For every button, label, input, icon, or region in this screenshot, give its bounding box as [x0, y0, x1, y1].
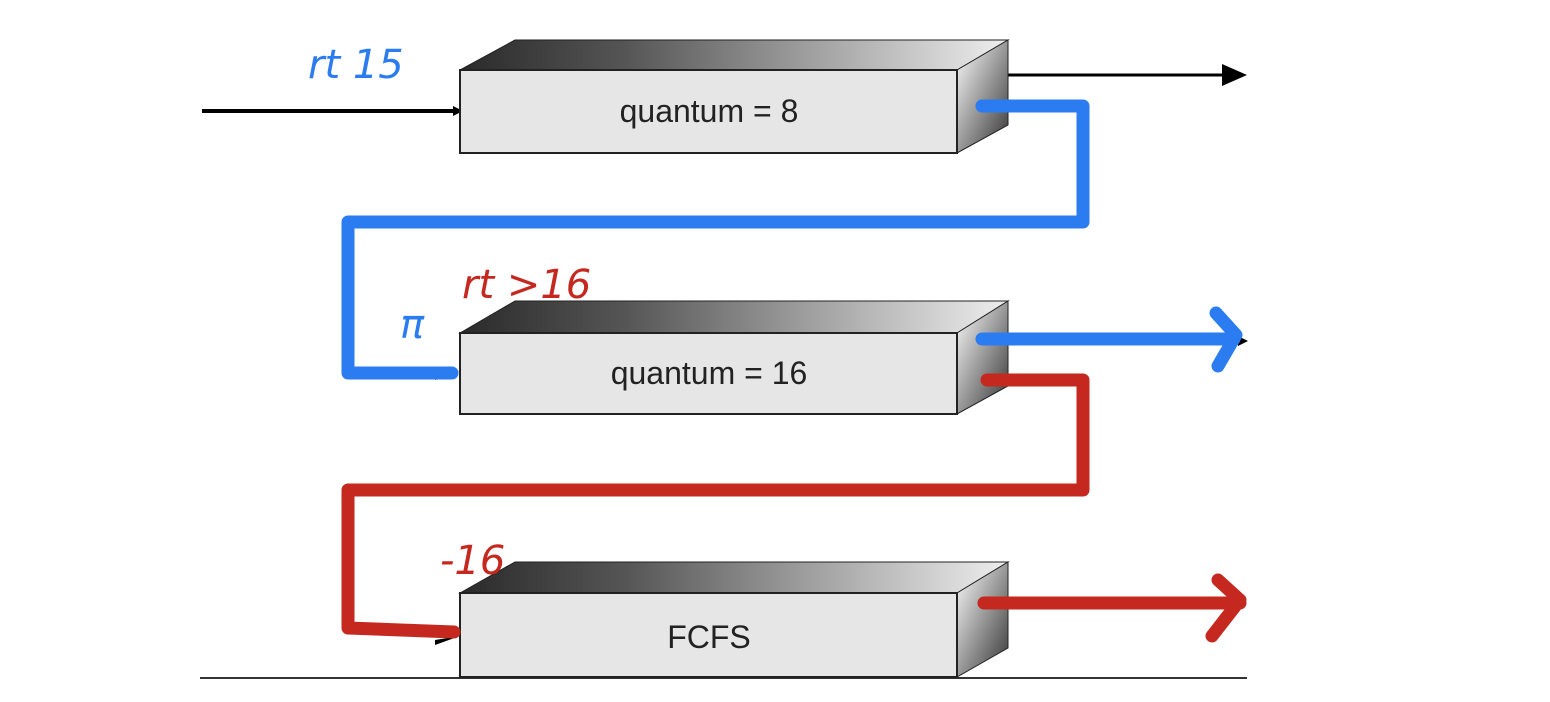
blue-exit-arrow	[975, 306, 1243, 373]
blue-demotion-path	[341, 99, 1090, 380]
queue-label-2: quantum = 16	[611, 355, 808, 391]
queue-box-3: FCFS	[458, 561, 1010, 678]
red-demotion-path	[341, 373, 1090, 639]
queue-label-1: quantum = 8	[620, 93, 799, 129]
red-exit-arrow	[977, 573, 1247, 643]
annotation-red-bottom: -16	[440, 538, 505, 584]
annotation-red-middle: rt >16	[462, 262, 591, 308]
queue-label-3: FCFS	[667, 619, 751, 655]
queue-box-2: quantum = 16	[458, 300, 1010, 415]
queue-box-1: quantum = 8	[459, 39, 1010, 154]
annotation-blue-middle: π	[400, 302, 425, 348]
annotation-blue-top: rt 15	[308, 42, 404, 88]
arrowhead-icon	[1222, 64, 1247, 86]
